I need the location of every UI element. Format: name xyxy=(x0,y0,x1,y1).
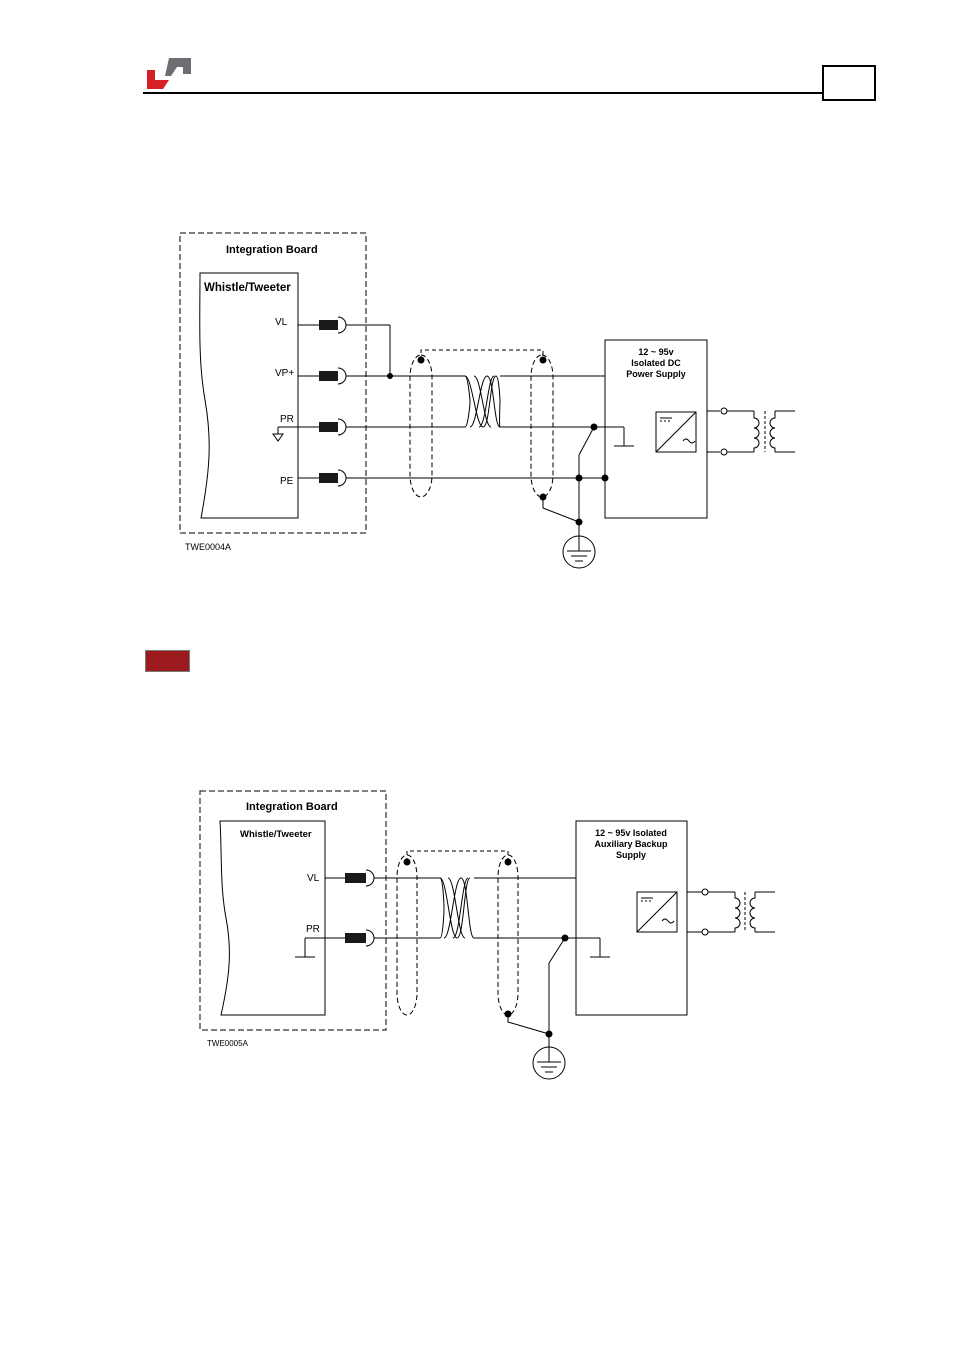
drive-title-2: Whistle/Tweeter xyxy=(240,829,312,840)
integration-board-box-2 xyxy=(200,791,386,1030)
supply2-line-1: 12 ~ 95v Isolated xyxy=(595,828,667,838)
wiring-diagram-2: Integration Board Whistle/Tweeter VL PR … xyxy=(0,0,955,1100)
whistle-tweeter-box-2 xyxy=(220,821,325,1015)
pin-label-pr-2: PR xyxy=(306,924,320,935)
pin-label-vl-2: VL xyxy=(307,873,320,884)
supply2-line-2: Auxiliary Backup xyxy=(594,839,668,849)
board-title-2: Integration Board xyxy=(246,801,338,813)
diagram-code-2: TWE0005A xyxy=(207,1039,249,1048)
supply2-line-3: Supply xyxy=(616,850,646,860)
